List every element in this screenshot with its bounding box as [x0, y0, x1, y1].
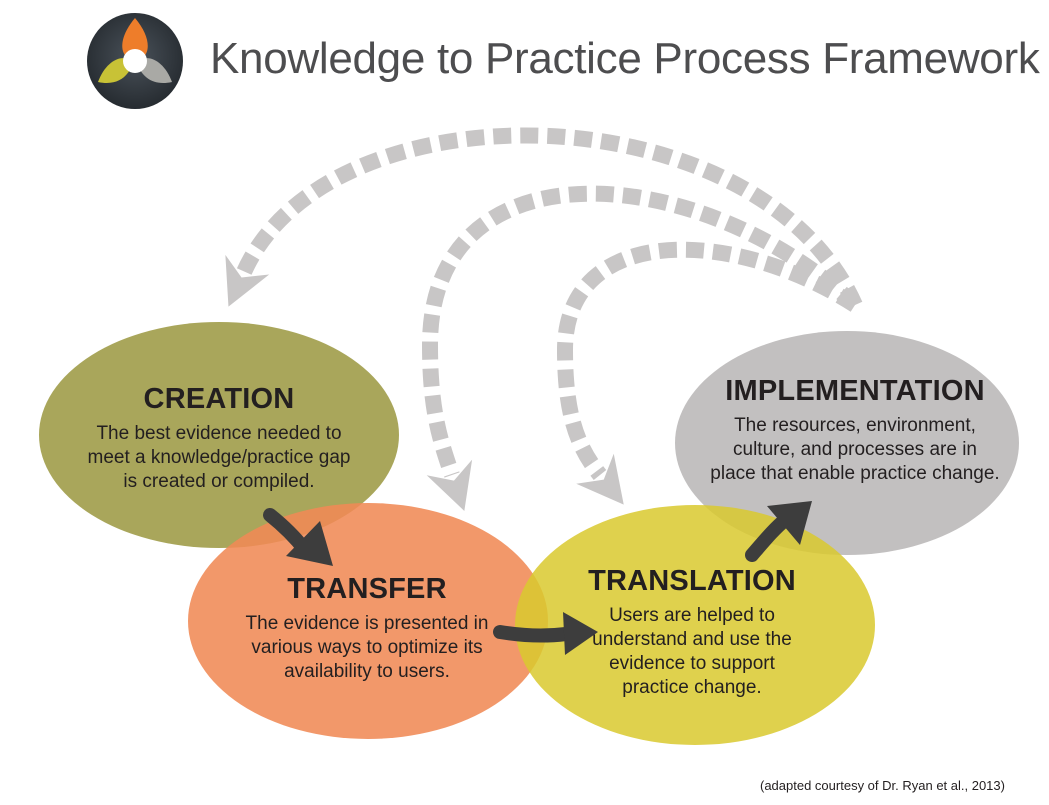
translation-ellipse — [515, 505, 875, 745]
implementation-description-line: culture, and processes are in — [733, 439, 977, 460]
arrow-creation-to-transfer — [263, 508, 333, 566]
translation-description-line: evidence to support — [609, 653, 775, 674]
transfer-description-line: The evidence is presented in — [245, 613, 489, 634]
transfer-description-line: availability to users. — [284, 661, 450, 682]
feedback-arrow-to-creation — [225, 127, 863, 309]
implementation-description-line: place that enable practice change. — [710, 463, 1000, 484]
transfer-heading: TRANSFER — [287, 573, 447, 605]
transfer-ellipse — [188, 503, 548, 739]
arrow-translation-to-implementation — [745, 501, 812, 562]
feedback-arrow-to-translation — [556, 241, 860, 505]
feedback-arrow-to-transfer — [421, 185, 861, 511]
translation-description-line: Users are helped to — [609, 605, 775, 626]
feedback-arrows — [225, 127, 863, 511]
page-title: Knowledge to Practice Process Framework — [210, 34, 1040, 83]
implementation-description-line: The resources, environment, — [734, 415, 976, 436]
implementation-ellipse — [675, 331, 1019, 555]
creation-description-line: is created or compiled. — [123, 471, 315, 492]
translation-description-line: practice change. — [622, 677, 762, 698]
creation-heading: CREATION — [143, 383, 295, 415]
citation: (adapted courtesy of Dr. Ryan et al., 20… — [760, 778, 1005, 793]
implementation-heading: IMPLEMENTATION — [725, 375, 985, 407]
progression-arrows — [263, 501, 812, 655]
creation-ellipse — [39, 322, 399, 548]
transfer-description-line: various ways to optimize its — [251, 637, 483, 658]
translation-description-line: understand and use the — [592, 629, 792, 650]
transfer-stage: TRANSFER The evidence is presented in va… — [212, 573, 522, 684]
translation-stage: TRANSLATION Users are helped to understa… — [552, 565, 832, 700]
creation-description-line: The best evidence needed to — [96, 423, 342, 444]
arrow-transfer-to-translation — [493, 612, 598, 655]
creation-stage: CREATION The best evidence needed to mee… — [69, 383, 369, 494]
logo — [87, 13, 183, 109]
creation-description-line: meet a knowledge/practice gap — [87, 447, 351, 468]
implementation-stage: IMPLEMENTATION The resources, environmen… — [700, 375, 1010, 486]
translation-heading: TRANSLATION — [588, 565, 796, 597]
